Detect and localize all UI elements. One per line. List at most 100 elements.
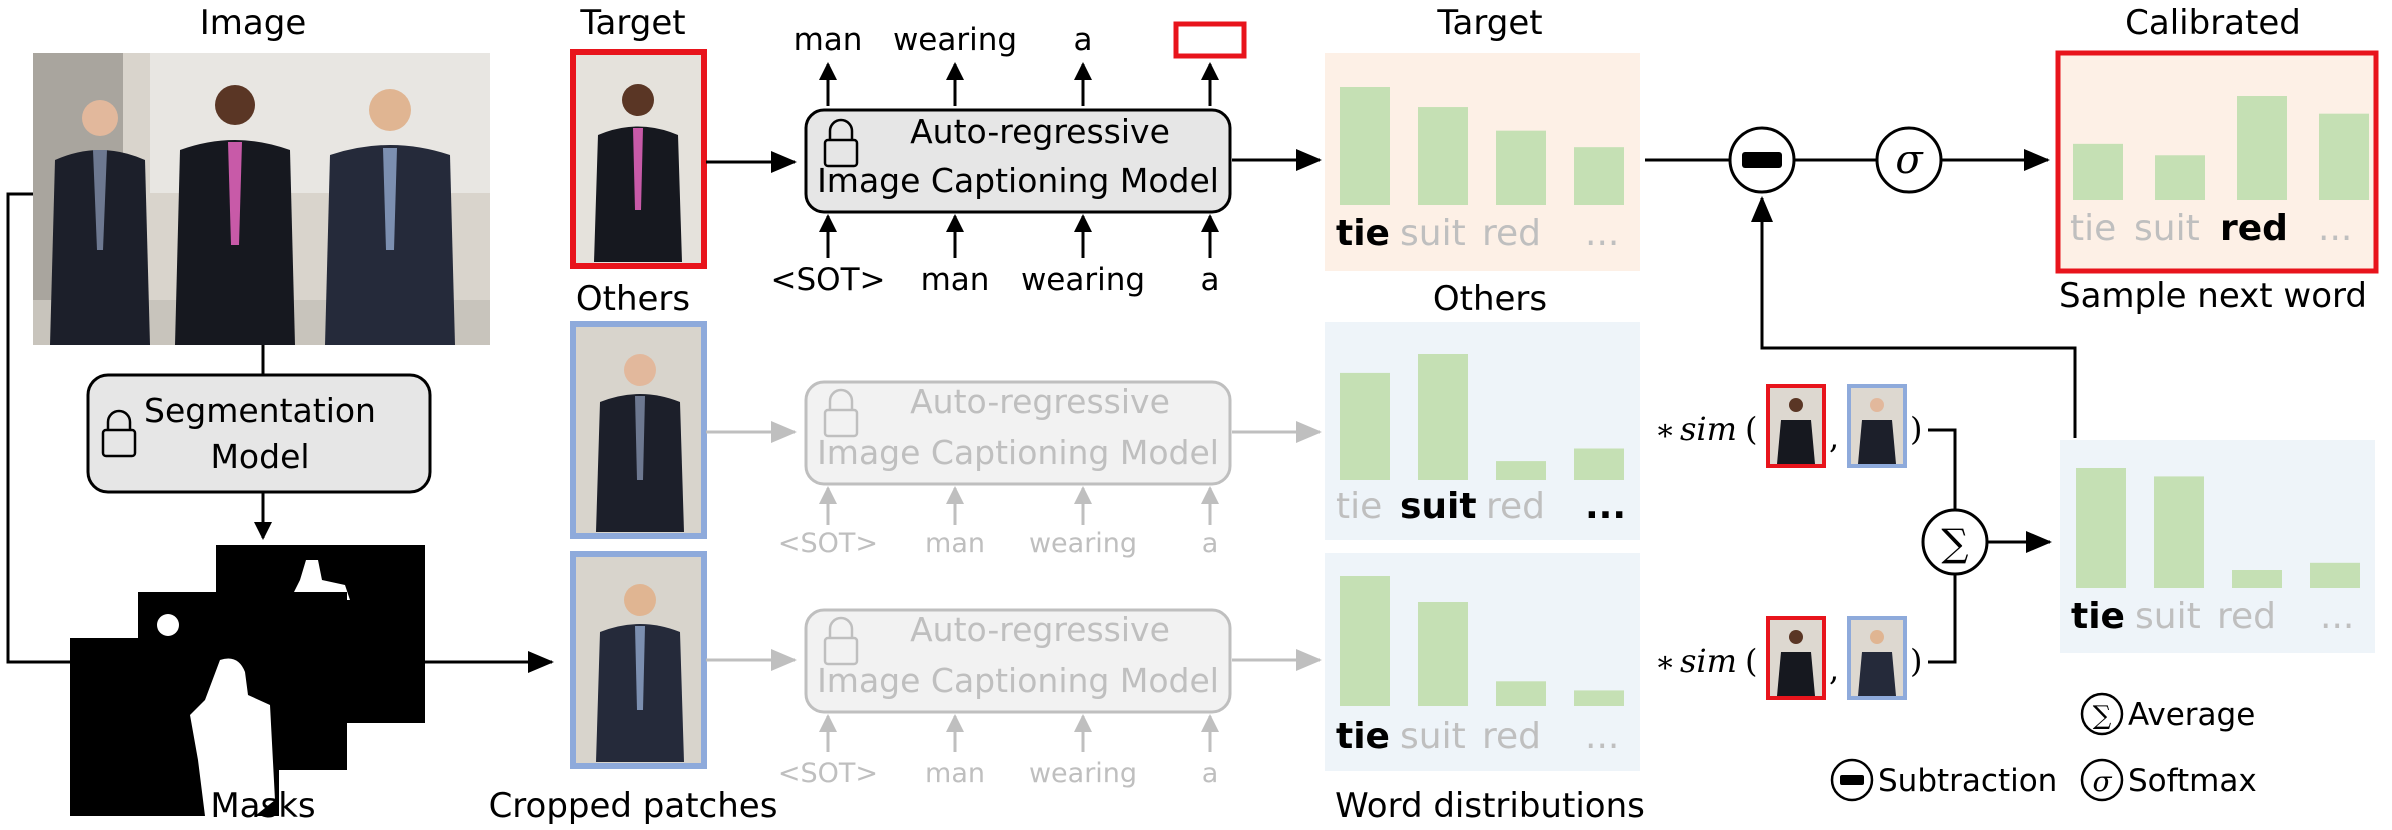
target-dist-words: tie suit red ... [1336,213,1619,254]
minus-icon [1742,152,1782,168]
segmentation-model: Segmentation Model [86,373,432,494]
model-line2: Image Captioning Model [817,161,1219,200]
faded-input-token-1: <SOT> [778,528,878,559]
dist-word: tie [1336,486,1382,527]
cropped-patches-label: Cropped patches [489,786,778,826]
other-patch-1 [570,321,707,539]
faded-input-token-3: wearing [1029,528,1137,559]
output-token-3: a [1074,22,1093,58]
sum-node: ∑ [1921,508,1989,576]
faded-input-token-3: wearing [1029,758,1137,789]
mask-stack [70,545,425,816]
dist-word: red [2220,208,2288,249]
others2-dist-words: tie suit red ... [1336,716,1619,757]
output-token-2: wearing [893,22,1017,58]
bar-tie [2076,468,2126,588]
captioning-model-target: Auto-regressive Image Captioning Model [804,108,1232,214]
legend-subtraction-label: Subtraction [1878,763,2057,799]
dist-word: red [2217,596,2276,637]
dist-word: suit [2134,208,2200,249]
image-label: Image [200,3,306,43]
model-line2: Image Captioning Model [817,661,1219,700]
distribution-charts [1340,87,2369,706]
dist-word: ... [2318,208,2352,249]
bar-suit [1418,354,1468,480]
bar- [1574,147,1624,205]
dist-word: red [1482,716,1541,757]
bar- [2310,562,2360,588]
target-patch [570,49,707,269]
sim-target-thumb [1766,616,1826,700]
sim-open-paren: ( [1745,642,1757,680]
model-line1: Auto-regressive [910,382,1170,421]
legend-softmax-icon: σ [2092,765,2112,798]
others-dist-label: Others [1433,279,1547,319]
faded-input-token-4: a [1202,758,1219,789]
segmentation-line1: Segmentation [144,391,376,430]
sim-comma: , [1829,418,1839,456]
target-patch-label: Target [579,3,685,43]
lock-icon [823,388,859,438]
bar-tie [1340,87,1390,205]
masks-label: Masks [210,786,315,826]
bar-tie [2073,143,2123,200]
dist-word: ... [1585,213,1619,254]
sim-target-thumb [1766,384,1826,468]
sim-other-thumb [1847,616,1907,700]
dist-word: ... [1585,486,1626,527]
sim-prefix: ∗ [1655,413,1675,448]
next-word-slot [1173,21,1247,59]
bar-suit [2154,476,2204,588]
dist-word: red [1486,486,1545,527]
dist-word: tie [2071,596,2125,637]
sum-icon: ∑ [1941,521,1968,565]
input-token-3: wearing [1021,262,1145,298]
source-photo [33,53,490,345]
bar- [1574,448,1624,480]
dist-word: ... [2320,596,2354,637]
model-line1: Auto-regressive [910,112,1170,151]
bar-red [2232,570,2282,588]
bar-red [1496,681,1546,706]
dist-word: suit [2135,596,2201,637]
output-token-1: man [794,22,863,58]
sim-comma: , [1829,650,1839,688]
lock-icon [823,616,859,666]
other-patch-2 [570,551,707,769]
lock-icon [101,409,137,458]
calibrated-dist-words: tie suit red ... [2070,208,2352,249]
bar- [2319,113,2369,200]
input-token-4: a [1201,262,1220,298]
captioning-model-other-1: Auto-regressive Image Captioning Model [804,380,1232,486]
faded-input-token-2: man [925,758,985,789]
dist-word: suit [1400,486,1477,527]
legend-softmax-label: Softmax [2128,763,2257,799]
faded-input-token-4: a [1202,528,1219,559]
legend: ∑ Average Subtraction σ Softmax [1830,692,2257,802]
bar-suit [1418,602,1468,706]
bar-red [1496,461,1546,480]
sim-term-1: ∗ sim ( , ) [1655,384,1922,468]
legend-average-icon: ∑ [2093,701,2112,731]
model-line1: Auto-regressive [910,610,1170,649]
sim-close-paren: ) [1910,642,1922,680]
dist-word: red [1482,213,1541,254]
sample-next-word-label: Sample next word [2059,276,2367,316]
dist-word: tie [1336,716,1390,757]
captioning-model-other-2: Auto-regressive Image Captioning Model [804,608,1232,714]
softmax-node: σ [1875,126,1943,194]
bar- [1574,690,1624,706]
faded-input-token-2: man [925,528,985,559]
subtraction-node [1728,126,1796,194]
bar-suit [2155,155,2205,200]
sim-term-2: ∗ sim ( , ) [1655,616,1922,700]
dist-word: ... [1585,716,1619,757]
sim-open-paren: ( [1745,410,1757,448]
input-token-2: man [921,262,990,298]
dist-word: suit [1400,213,1466,254]
sigma-icon: σ [1895,137,1924,183]
sim-prefix: ∗ [1655,645,1675,680]
legend-subtraction-icon [1840,775,1864,785]
faded-input-token-1: <SOT> [778,758,878,789]
